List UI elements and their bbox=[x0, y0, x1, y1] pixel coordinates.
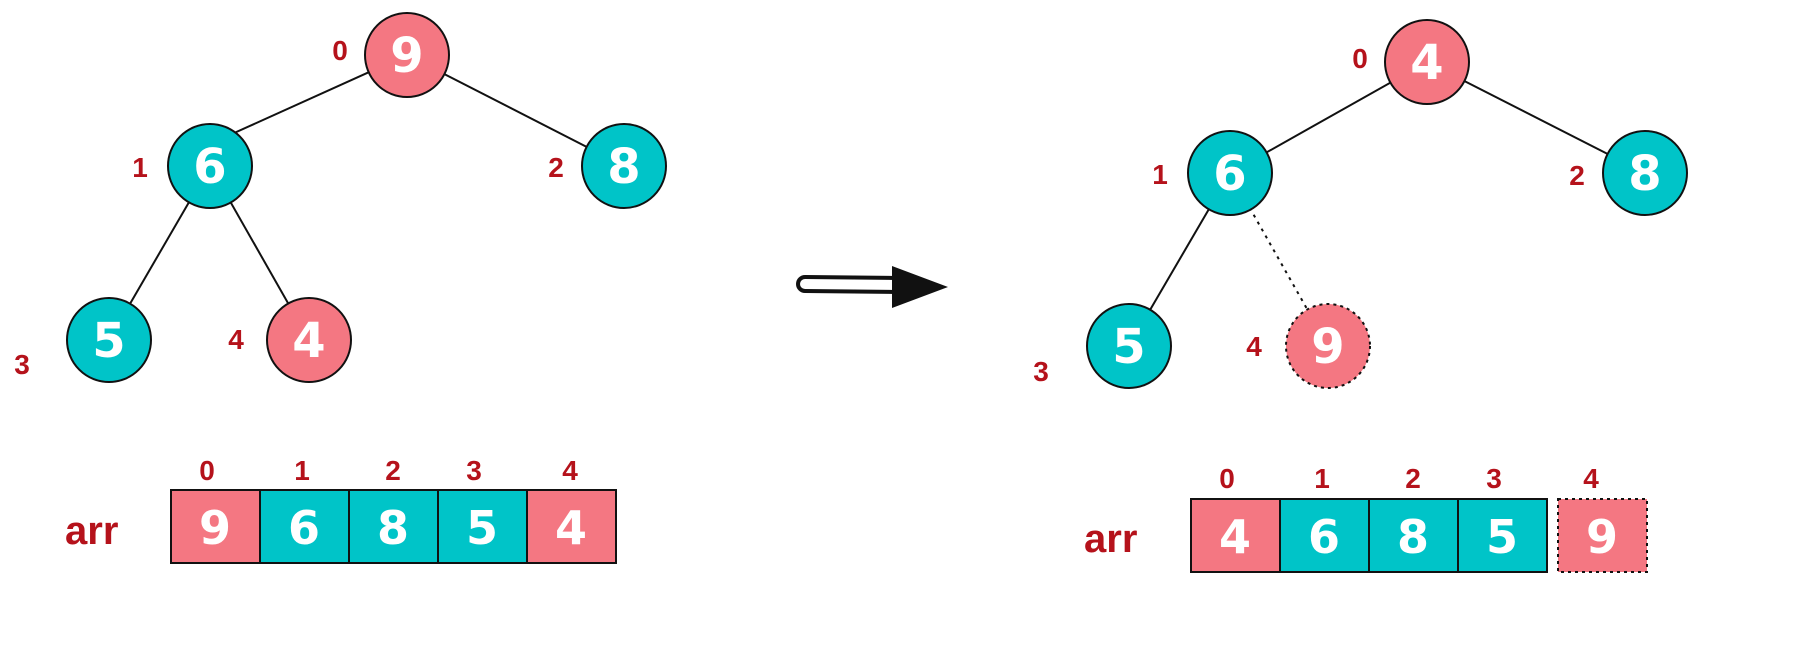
right-node-0-circle bbox=[1384, 19, 1470, 105]
left-node-2-circle bbox=[581, 123, 667, 209]
right-array-value-1: 6 bbox=[1308, 510, 1340, 564]
right-array-cell-3 bbox=[1457, 498, 1548, 573]
right-tree: 4 0 6 1 8 2 5 3 9 4 bbox=[1033, 19, 1688, 389]
right-node-4-index: 4 bbox=[1246, 331, 1262, 362]
left-array-value-3: 5 bbox=[466, 501, 498, 555]
left-node-4: 4 4 bbox=[228, 297, 352, 383]
right-node-3: 5 3 bbox=[1033, 303, 1172, 389]
left-node-1-circle bbox=[167, 123, 253, 209]
right-array-index-0: 0 bbox=[1219, 463, 1235, 494]
right-array-value-3: 5 bbox=[1486, 510, 1518, 564]
left-array-cell-4 bbox=[526, 489, 617, 564]
right-array-index-2: 2 bbox=[1405, 463, 1421, 494]
left-array-index-1: 1 bbox=[294, 455, 310, 486]
right-array-index-3: 3 bbox=[1486, 463, 1502, 494]
left-array-value-4: 4 bbox=[555, 501, 587, 555]
right-node-2-circle bbox=[1602, 130, 1688, 216]
transition-arrow-icon bbox=[796, 266, 948, 308]
right-node-3-circle bbox=[1086, 303, 1172, 389]
left-node-3-value: 5 bbox=[92, 313, 125, 369]
left-node-1: 6 1 bbox=[132, 123, 253, 209]
right-node-0: 4 0 bbox=[1352, 19, 1470, 105]
right-array-cell-1 bbox=[1279, 498, 1370, 573]
right-node-4-value: 9 bbox=[1311, 319, 1344, 375]
right-node-3-value: 5 bbox=[1112, 319, 1145, 375]
left-node-0-value: 9 bbox=[390, 28, 423, 84]
left-array-index-0: 0 bbox=[199, 455, 215, 486]
right-node-1-index: 1 bbox=[1152, 159, 1168, 190]
right-array-cell-4 bbox=[1557, 498, 1648, 573]
left-node-3-index: 3 bbox=[14, 349, 30, 380]
left-node-3: 5 3 bbox=[14, 297, 152, 383]
left-node-0-circle bbox=[364, 12, 450, 98]
left-node-3-circle bbox=[66, 297, 152, 383]
left-array-cell-0 bbox=[170, 489, 261, 564]
right-node-4-circle bbox=[1285, 303, 1371, 389]
right-array-value-2: 8 bbox=[1397, 510, 1429, 564]
left-node-2-index: 2 bbox=[548, 152, 564, 183]
left-node-4-value: 4 bbox=[292, 313, 325, 369]
right-array-value-0: 4 bbox=[1219, 510, 1251, 564]
left-node-4-index: 4 bbox=[228, 324, 244, 355]
left-array-cell-2 bbox=[348, 489, 439, 564]
right-array-value-4: 9 bbox=[1586, 510, 1618, 564]
left-array-index-2: 2 bbox=[385, 455, 401, 486]
left-node-2: 8 2 bbox=[548, 123, 667, 209]
left-array-value-2: 8 bbox=[377, 501, 409, 555]
arrow-shaft bbox=[796, 275, 898, 294]
left-array-value-1: 6 bbox=[288, 501, 320, 555]
right-node-2-index: 2 bbox=[1569, 160, 1585, 191]
left-node-4-circle bbox=[266, 297, 352, 383]
left-node-0: 9 0 bbox=[332, 12, 450, 98]
left-array: arr 9 6 8 5 4 0 1 2 3 4 bbox=[65, 455, 617, 564]
right-array-index-1: 1 bbox=[1314, 463, 1330, 494]
left-node-1-index: 1 bbox=[132, 152, 148, 183]
arrow-head bbox=[892, 266, 948, 308]
right-node-3-index: 3 bbox=[1033, 356, 1049, 387]
left-node-1-value: 6 bbox=[193, 139, 226, 195]
left-array-value-0: 9 bbox=[199, 501, 231, 555]
right-array-cell-0 bbox=[1190, 498, 1281, 573]
right-array: arr 4 6 8 5 9 0 1 2 3 4 bbox=[1084, 463, 1648, 573]
left-array-index-4: 4 bbox=[562, 455, 578, 486]
right-node-0-index: 0 bbox=[1352, 43, 1368, 74]
right-node-1-value: 6 bbox=[1213, 146, 1246, 202]
right-array-label: arr bbox=[1084, 517, 1137, 561]
right-array-cell-2 bbox=[1368, 498, 1459, 573]
left-array-index-3: 3 bbox=[466, 455, 482, 486]
left-node-0-index: 0 bbox=[332, 35, 348, 66]
left-tree: 9 0 6 1 8 2 5 3 4 4 bbox=[14, 12, 667, 383]
left-node-2-value: 8 bbox=[607, 139, 640, 195]
right-node-1-circle bbox=[1187, 130, 1273, 216]
left-array-cell-1 bbox=[259, 489, 350, 564]
right-node-2: 8 2 bbox=[1569, 130, 1688, 216]
right-node-0-value: 4 bbox=[1410, 35, 1443, 91]
left-array-label: arr bbox=[65, 509, 118, 553]
right-array-index-4: 4 bbox=[1583, 463, 1599, 494]
left-array-cell-3 bbox=[437, 489, 528, 564]
right-node-4: 9 4 bbox=[1246, 303, 1371, 389]
right-node-1: 6 1 bbox=[1152, 130, 1273, 216]
right-node-2-value: 8 bbox=[1628, 146, 1661, 202]
